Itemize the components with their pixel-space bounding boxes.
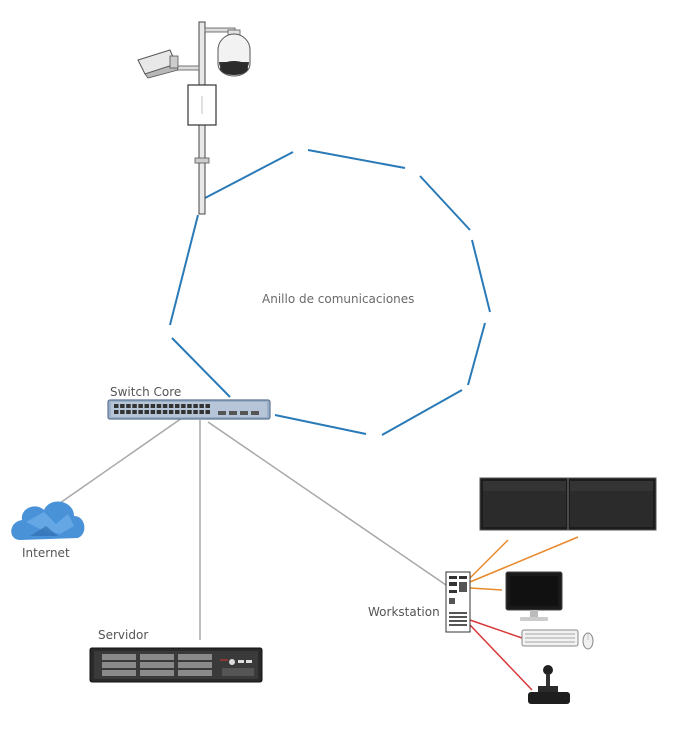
video-wall <box>479 477 657 531</box>
switch-port <box>205 404 210 408</box>
camera-pole <box>137 21 251 215</box>
switch-port <box>168 404 174 408</box>
switch-port <box>144 410 149 414</box>
switch-port <box>156 410 162 414</box>
workstation-label: Workstation <box>368 605 440 619</box>
link-videowall-left <box>469 539 509 579</box>
switch-port <box>175 410 180 414</box>
ring-segment <box>419 175 471 231</box>
server-rack <box>89 647 263 683</box>
monitor-icon <box>505 571 563 621</box>
link-joystick <box>469 624 533 691</box>
ring-segment <box>381 389 463 436</box>
link-workstation <box>207 421 447 586</box>
bullet-camera <box>137 49 179 79</box>
switch-port <box>150 410 156 414</box>
internet-cloud-icon <box>11 501 85 540</box>
switch-port <box>199 404 204 408</box>
switch-port <box>181 404 186 408</box>
switch-port <box>162 410 168 414</box>
internet-label: Internet <box>22 546 70 560</box>
switch-core-label: Switch Core <box>110 385 182 399</box>
ring-segment <box>467 322 486 386</box>
joystick-icon <box>528 665 570 704</box>
workstation-tower <box>445 571 471 633</box>
switch-port <box>199 410 204 414</box>
switch-port <box>138 410 143 414</box>
switch-core <box>107 399 271 420</box>
pole-clamp <box>194 157 210 164</box>
peripheral-links <box>469 619 533 691</box>
servidor-label: Servidor <box>98 628 149 642</box>
switch-port <box>132 410 137 414</box>
keyboard-icon <box>521 629 579 647</box>
junction-box <box>187 84 217 126</box>
ring-segment <box>274 414 367 435</box>
mouse-icon <box>582 632 594 650</box>
switch-port <box>114 410 119 414</box>
switch-port <box>132 404 137 408</box>
switch-port <box>175 404 180 408</box>
ring-segment <box>204 151 294 199</box>
switch-port <box>120 404 125 408</box>
link-videowall-right <box>469 536 579 583</box>
link-keyboard <box>469 619 523 639</box>
switch-port <box>168 410 174 414</box>
switch-port <box>126 410 131 414</box>
ring-segment <box>169 214 199 326</box>
switch-port <box>205 410 210 414</box>
ring-segment <box>171 337 231 398</box>
ring-segment <box>471 239 491 313</box>
switch-port <box>120 410 125 414</box>
display-links <box>469 536 579 591</box>
link-monitor <box>469 587 503 591</box>
communications-ring <box>169 149 491 436</box>
link-internet <box>59 417 183 504</box>
ring-segment <box>307 149 406 169</box>
switch-port <box>144 404 149 408</box>
ptz-dome-camera <box>217 29 251 77</box>
switch-port <box>114 404 119 408</box>
ethernet-links <box>59 417 447 640</box>
switch-port <box>150 404 156 408</box>
switch-port <box>156 404 162 408</box>
switch-port <box>187 404 192 408</box>
ring-label: Anillo de comunicaciones <box>262 292 415 306</box>
switch-port <box>193 404 198 408</box>
switch-port <box>187 410 192 414</box>
switch-port <box>126 404 131 408</box>
switch-port <box>193 410 198 414</box>
switch-port <box>181 410 186 414</box>
switch-port <box>138 404 143 408</box>
switch-port <box>162 404 168 408</box>
